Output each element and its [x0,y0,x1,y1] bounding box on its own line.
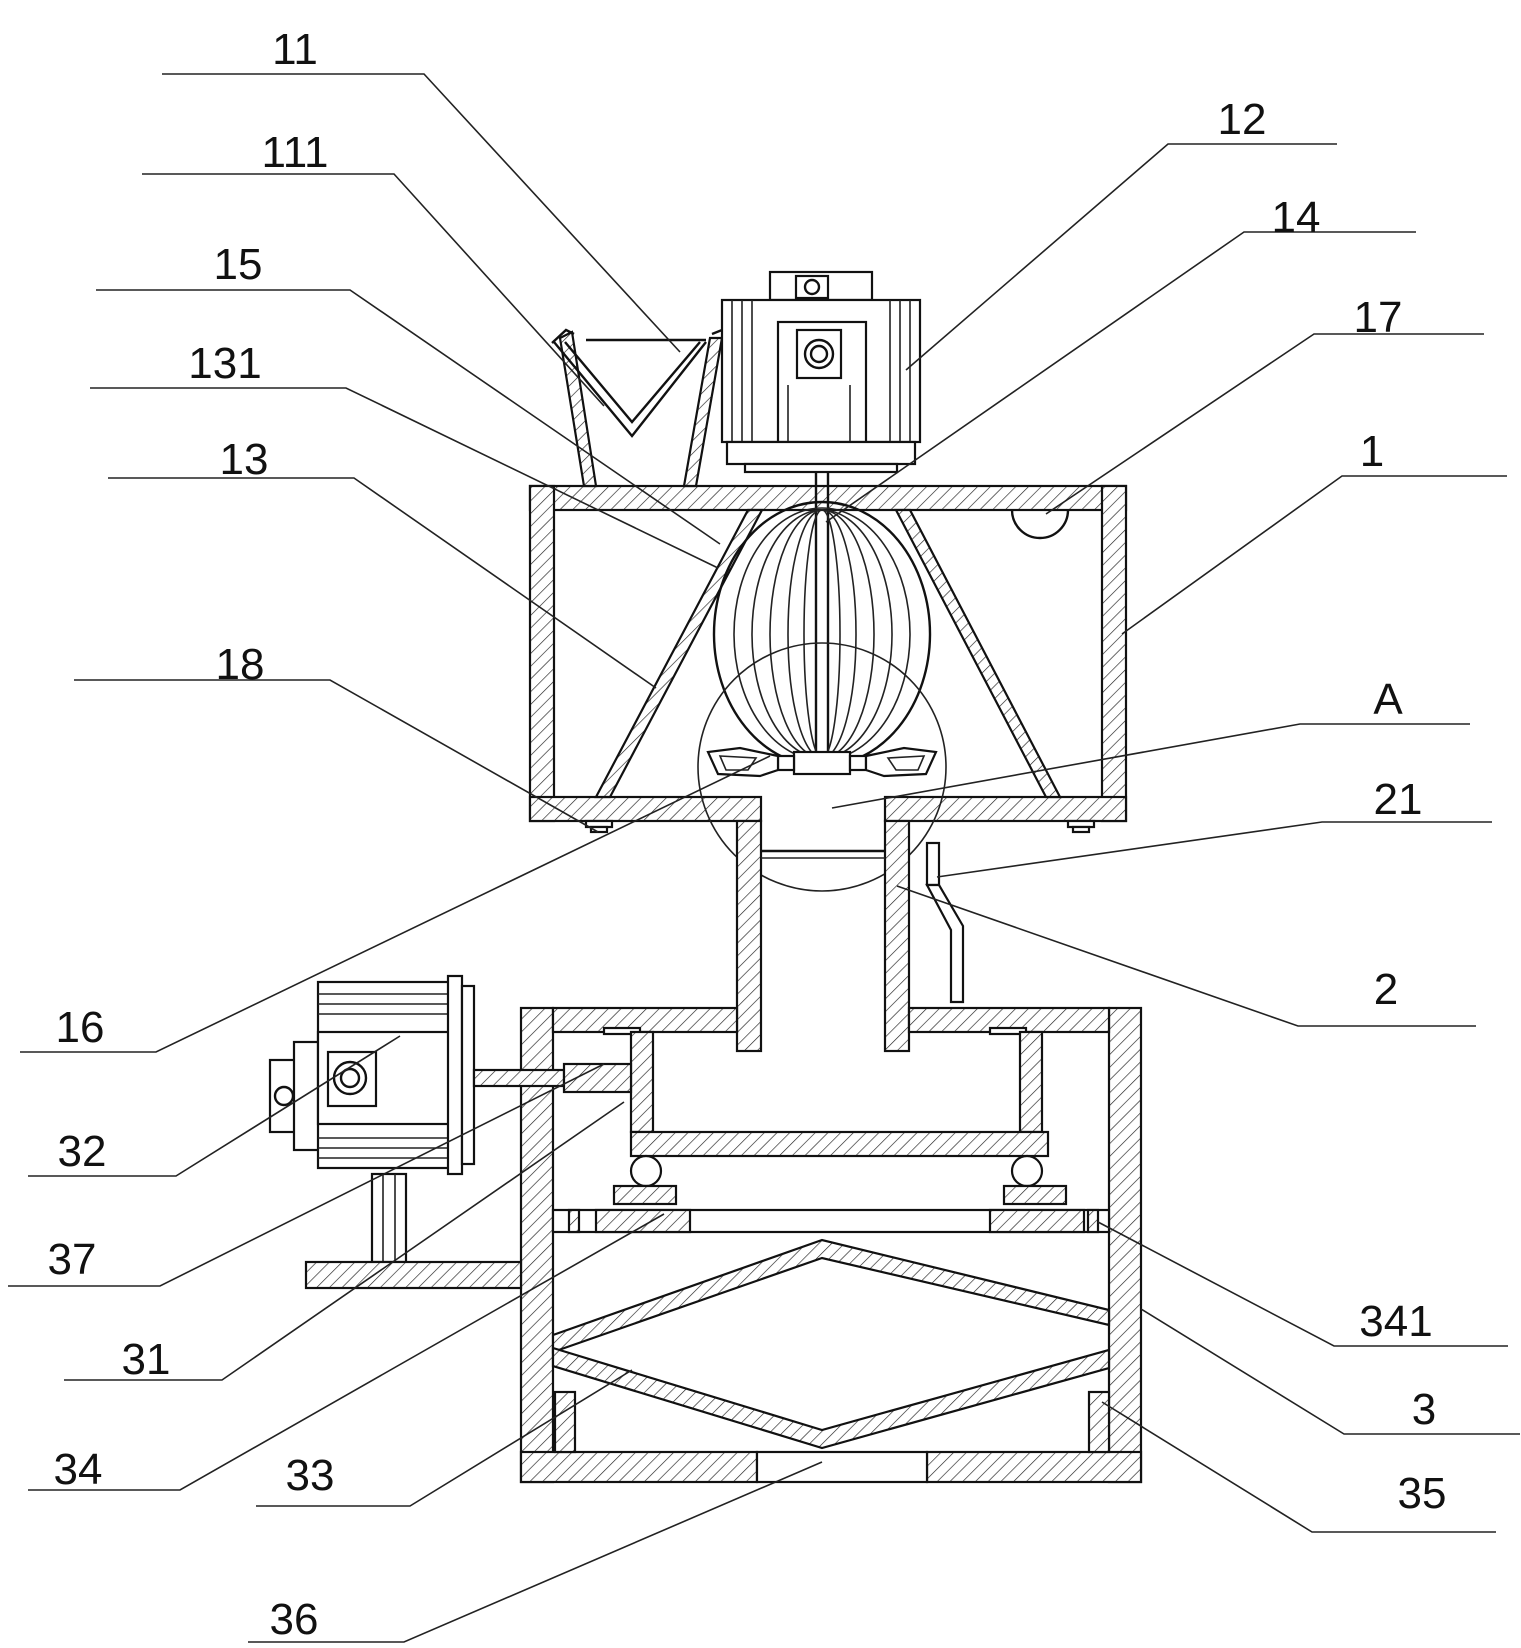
callout-label-37: 37 [48,1235,97,1284]
callout-label-14: 14 [1272,193,1321,242]
callout-label-1: 1 [1360,427,1384,476]
callout-label-11: 11 [272,25,318,74]
feed-hopper [552,330,730,486]
callout-label-341: 341 [1359,1297,1432,1346]
callout-label-3: 3 [1412,1385,1436,1434]
callout-label-31: 31 [122,1335,171,1384]
crusher-ball [714,502,930,766]
callout-label-131: 131 [188,339,261,388]
callout-label-32: 32 [58,1127,107,1176]
callout-label-34: 34 [54,1445,103,1494]
callout-label-13: 13 [220,435,269,484]
guide-plates [553,1240,1109,1452]
callout-label-12: 12 [1218,95,1267,144]
callout-label-18: 18 [216,640,265,689]
outlet-36 [757,1452,927,1482]
callout-label-A: A [1373,675,1403,724]
callout-label-36: 36 [270,1595,319,1644]
callout-label-16: 16 [56,1003,105,1052]
callout-label-35: 35 [1398,1469,1447,1518]
callout-label-15: 15 [214,240,263,289]
callout-label-33: 33 [286,1451,335,1500]
callout-label-111: 111 [262,128,329,177]
cutter-blades [708,748,936,776]
callout-label-17: 17 [1354,293,1403,342]
callout-label-2: 2 [1374,965,1398,1014]
callout-label-21: 21 [1374,775,1423,824]
vibrating-frame [553,1032,1109,1232]
